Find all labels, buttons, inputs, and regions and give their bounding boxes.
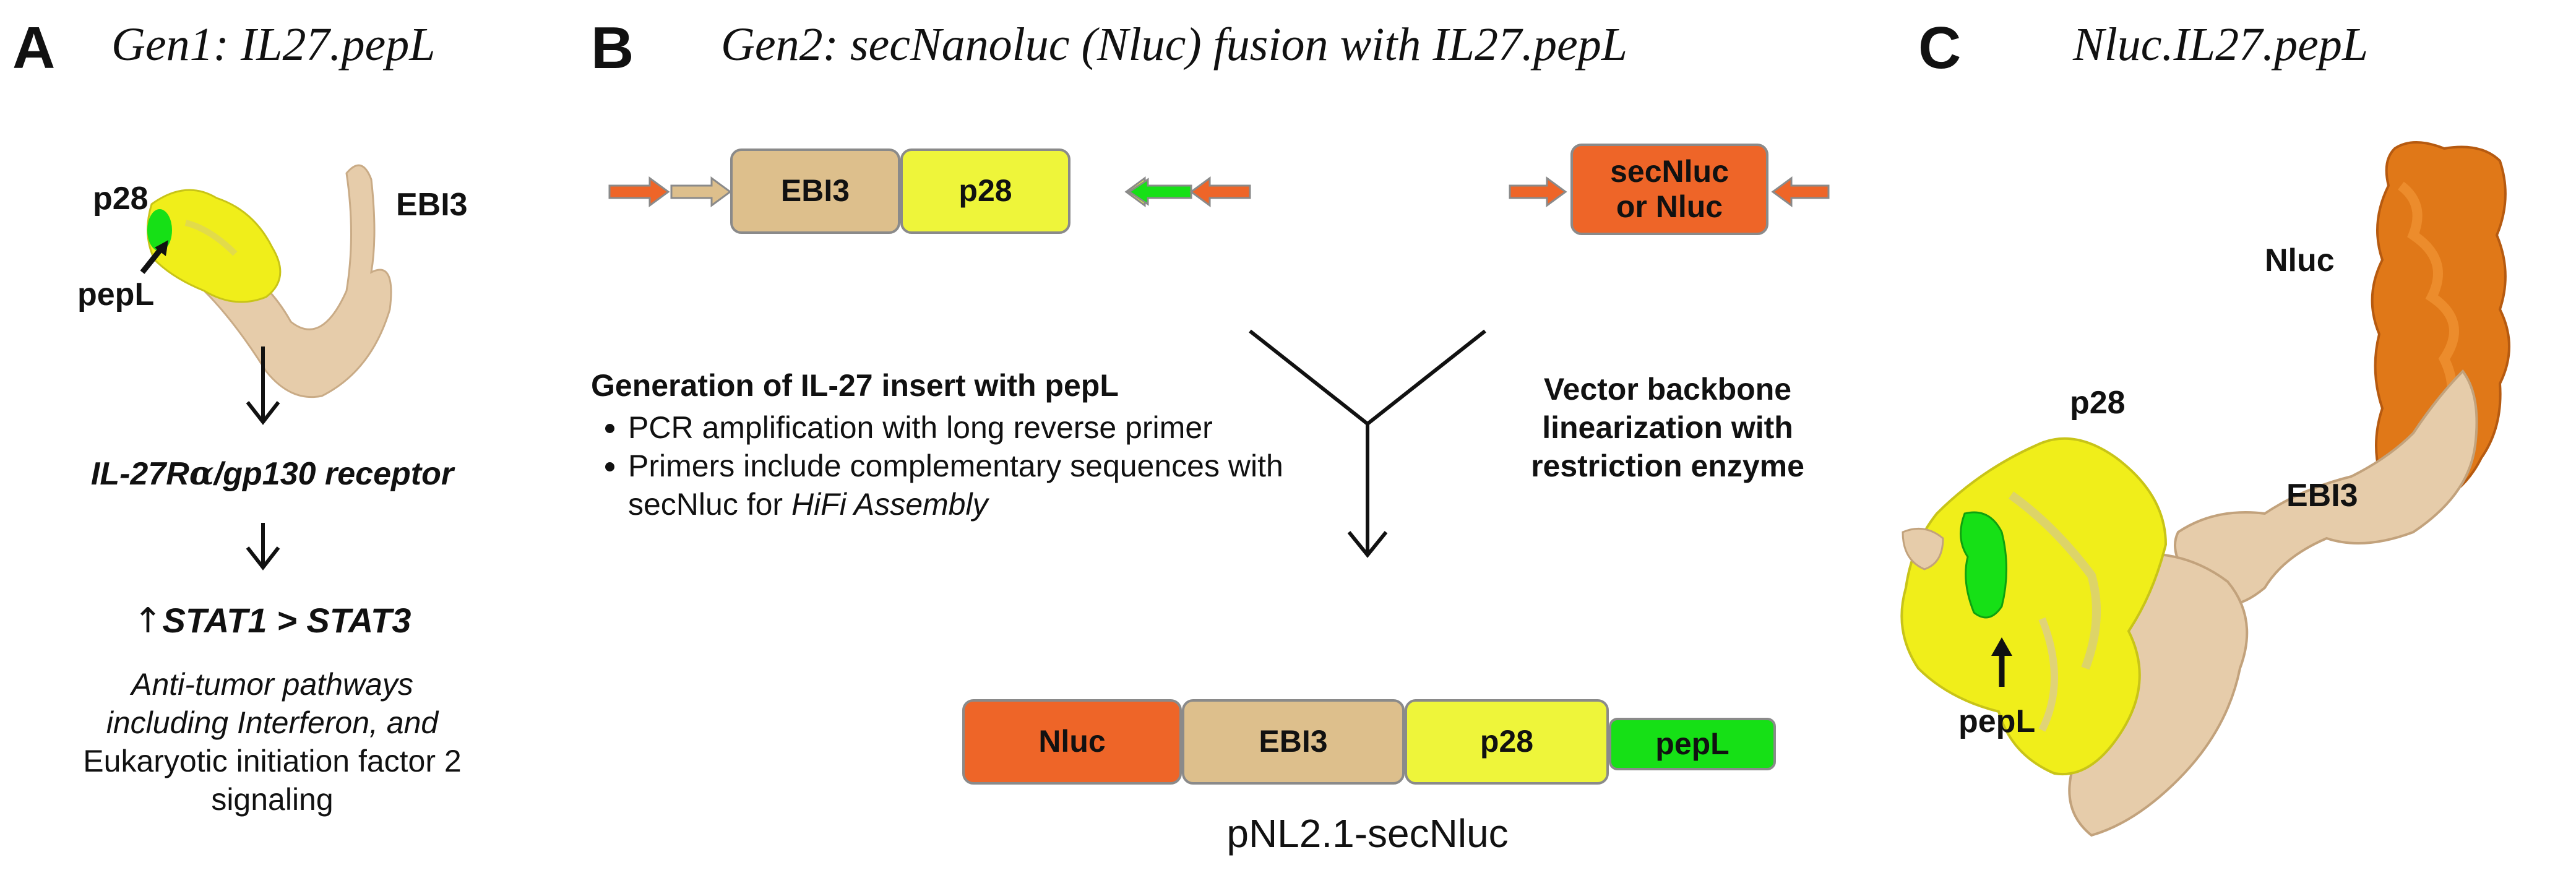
bullet-pcr: PCR amplification with long reverse prim… [628, 408, 1284, 447]
panel-a-pathways: Anti-tumor pathways including Interferon… [83, 667, 462, 817]
insert-ebi3-box: EBI3 [730, 148, 900, 234]
panel-c-p28-label: p28 [2070, 385, 2126, 421]
panel-c-pepl-patch [1960, 511, 2007, 619]
generation-bullets: PCR amplification with long reverse prim… [591, 408, 1284, 523]
panel-a-title: Gen1: IL27.pepL [111, 19, 436, 71]
final-pepl-box: pepL [1609, 718, 1776, 770]
panel-c-pepl-label: pepL [1958, 704, 2036, 739]
panel-a-pepl-patch [147, 209, 172, 251]
panel-c-letter: C [1918, 15, 1962, 81]
panel-a-down-arrow-1 [246, 346, 280, 425]
final-ebi3-box: EBI3 [1182, 699, 1405, 785]
panel-b-title: Gen2: secNanoluc (Nluc) fusion with IL27… [721, 19, 1627, 71]
primer-arrow-orange-right [1189, 176, 1251, 207]
vector-arrow-left [1509, 176, 1567, 207]
vector-backbone-text: Vector backbone linearization with restr… [1531, 372, 1804, 483]
panel-a-pepl-label: pepL [77, 277, 155, 312]
plasmid-label: pNL2.1-secNluc [1226, 811, 1509, 856]
panel-b-letter: B [591, 15, 634, 81]
panel-a-pepl-arrow [140, 246, 165, 274]
panel-a-receptor: IL-27Rα/gp130 receptor [90, 455, 454, 493]
panel-a-down-arrow-2 [246, 523, 280, 570]
panel-a-ebi3-surface [203, 164, 392, 398]
panel-a-stat: ↑STAT1 > STAT3 [133, 601, 411, 641]
vector-arrow-right [1771, 176, 1830, 207]
panel-a-letter: A [12, 15, 56, 81]
panel-a-p28-label: p28 [93, 181, 149, 217]
merge-line-left [1249, 329, 1369, 426]
primer-arrow-orange-left [608, 176, 670, 207]
bullet-primers: Primers include complementary sequences … [628, 447, 1284, 523]
panel-c-ebi3-label: EBI3 [2286, 478, 2358, 514]
final-nluc-box: Nluc [962, 699, 1182, 785]
panel-a-ebi3-label: EBI3 [396, 187, 468, 223]
merge-arrowhead [1347, 531, 1388, 558]
generation-heading: Generation of IL-27 insert with pepL [591, 368, 1119, 403]
panel-c-title: Nluc.IL27.pepL [2073, 19, 2369, 71]
final-p28-box: p28 [1405, 699, 1609, 785]
insert-p28-box: p28 [900, 148, 1070, 234]
merge-line-right [1366, 329, 1486, 426]
primer-arrow-tan-left [670, 176, 732, 207]
panel-c-nluc-label: Nluc [2265, 243, 2335, 278]
